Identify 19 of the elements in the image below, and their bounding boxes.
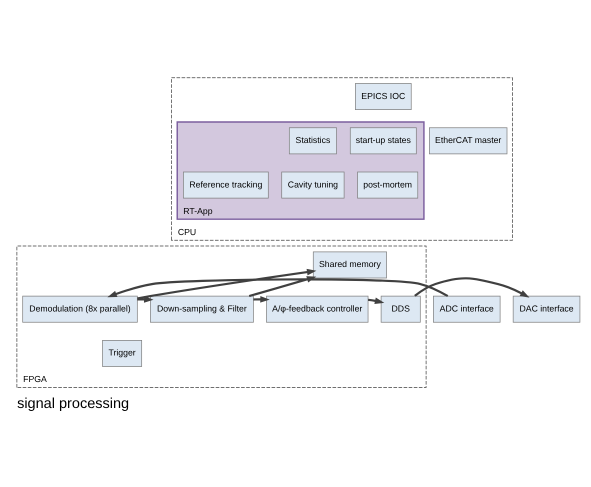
node-box: Reference tracking bbox=[183, 172, 269, 199]
arrow bbox=[414, 277, 530, 298]
node-box: Cavity tuning bbox=[281, 172, 344, 199]
arrow bbox=[107, 278, 448, 298]
node-box: A/φ-feedback controller bbox=[266, 296, 368, 323]
node-box: Demodulation (8x parallel) bbox=[22, 296, 138, 323]
node-box: Trigger bbox=[102, 340, 142, 367]
node-box: DAC interface bbox=[512, 296, 580, 323]
node-box: Shared memory bbox=[312, 251, 387, 278]
node-box: EtherCAT master bbox=[429, 127, 508, 154]
node-box: EPICS IOC bbox=[355, 83, 412, 110]
node-box: post-mortem bbox=[357, 172, 418, 199]
arrow bbox=[248, 276, 316, 298]
node-box: ADC interface bbox=[433, 296, 500, 323]
node-box: DDS bbox=[380, 296, 421, 323]
node-box: start-up states bbox=[350, 127, 417, 154]
node-box: Statistics bbox=[288, 127, 337, 154]
node-box: Down-sampling & Filter bbox=[150, 296, 254, 323]
caption: signal processing bbox=[17, 396, 130, 412]
